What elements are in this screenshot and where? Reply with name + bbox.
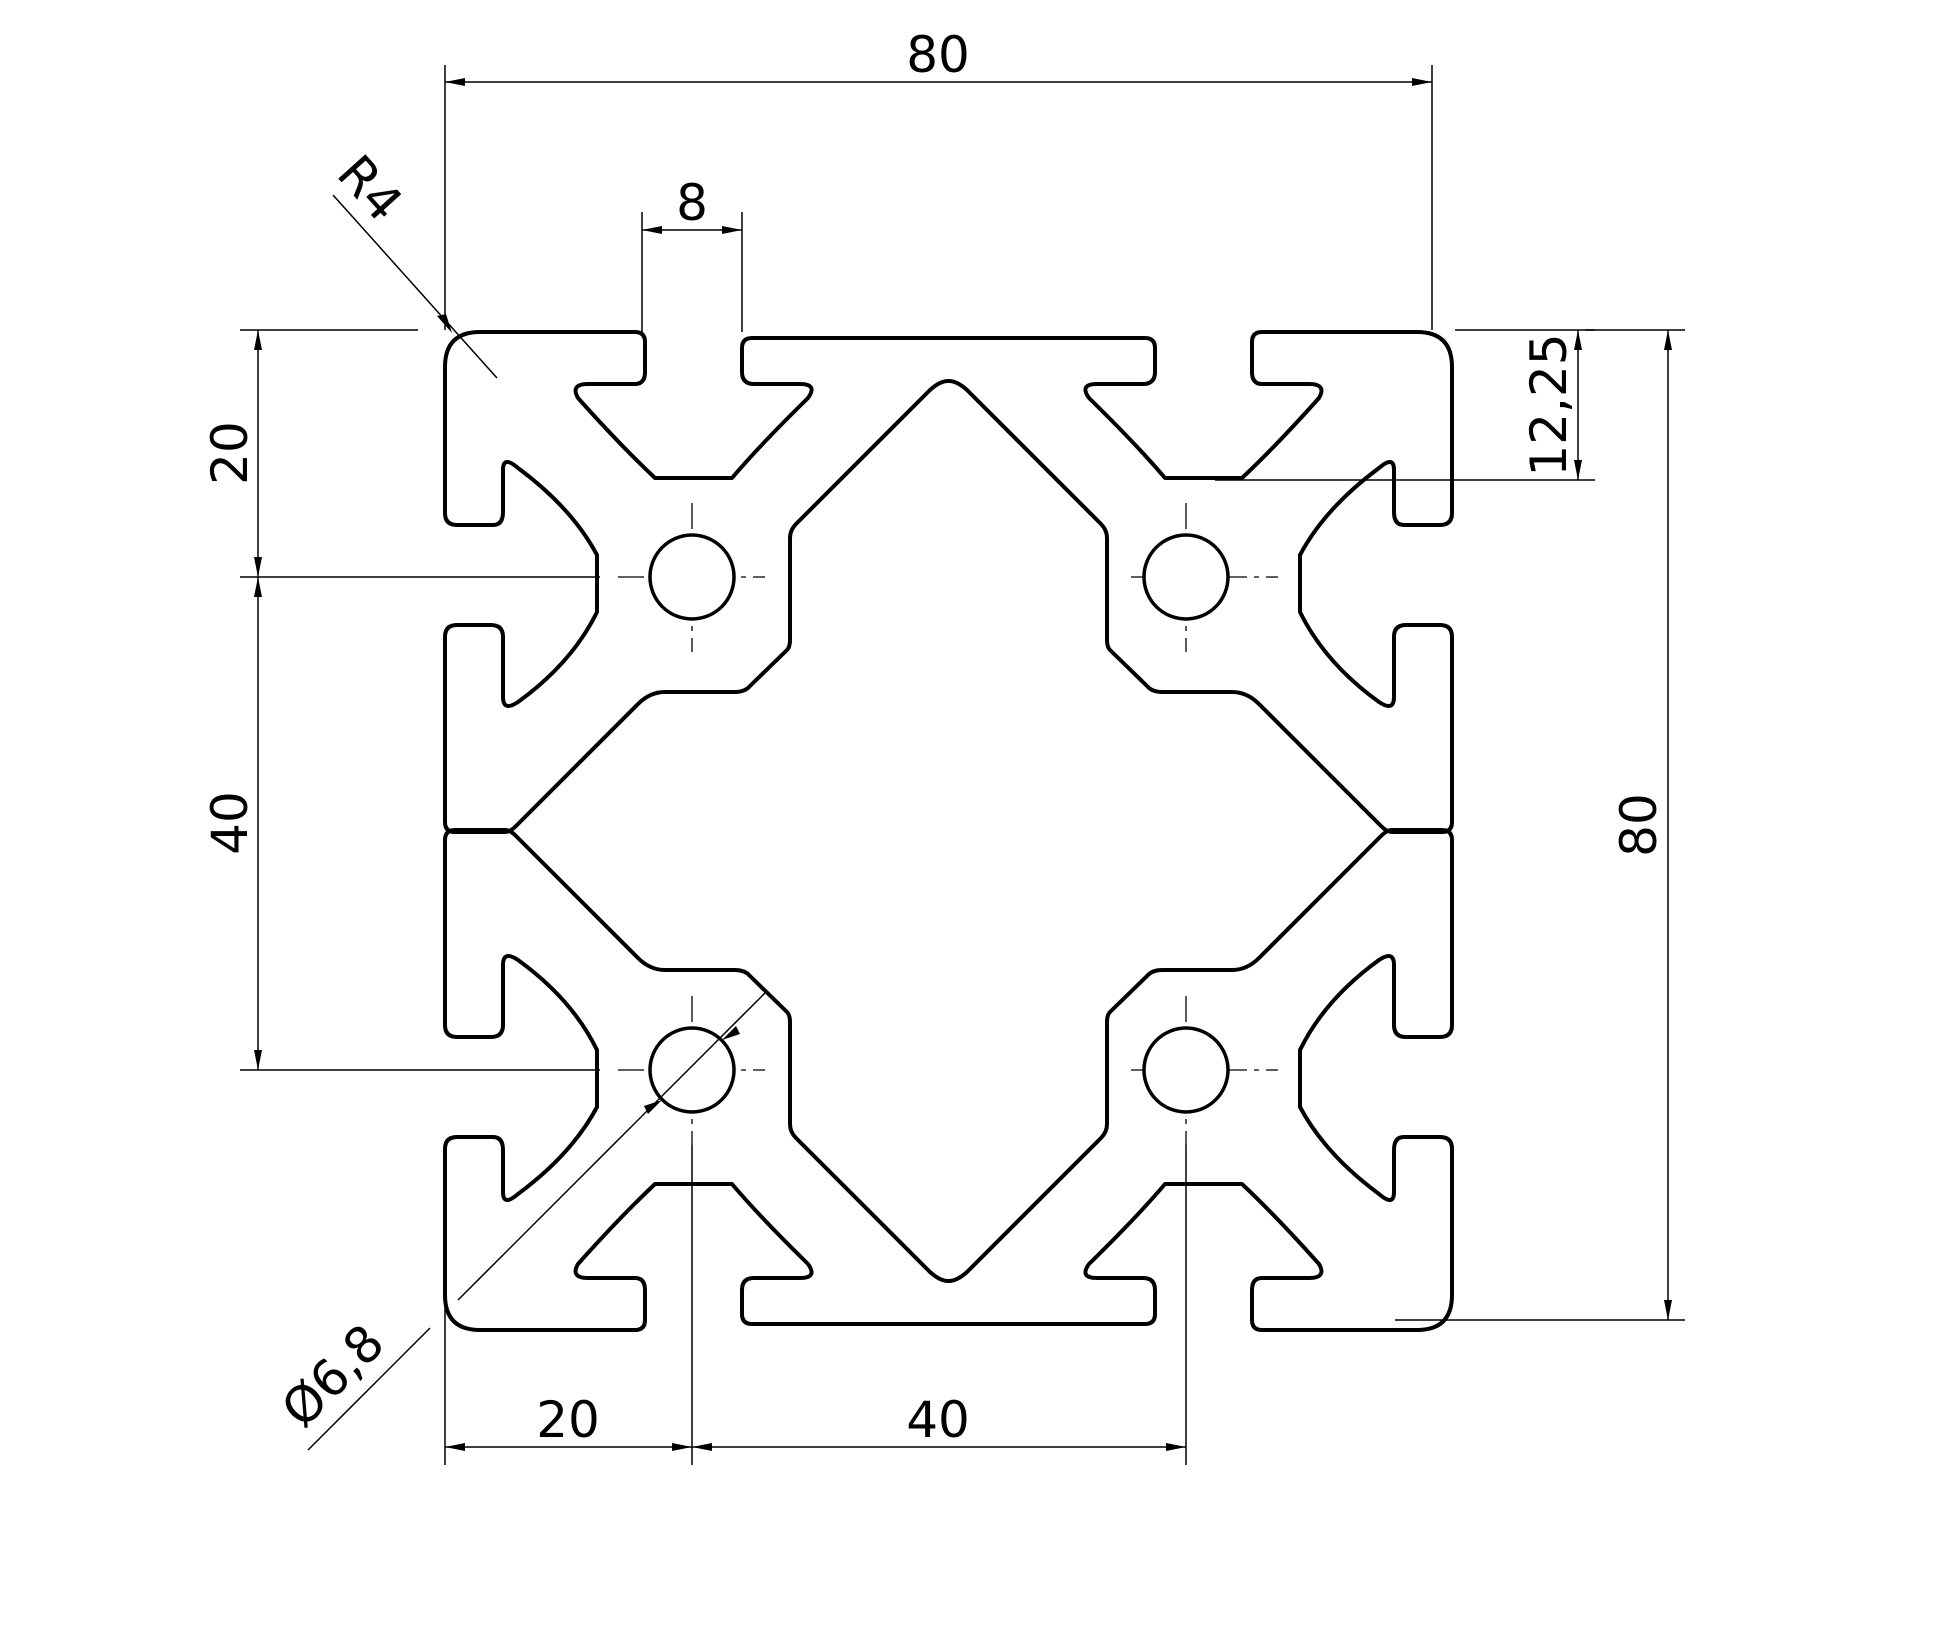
left-offset-label: 20: [201, 421, 259, 485]
core-hole: [1142, 533, 1230, 621]
core-hole: [648, 1026, 736, 1114]
leader-line: [332, 194, 498, 379]
dimension-overall-width: 80: [444, 26, 1433, 330]
core-holes: [648, 533, 1230, 1114]
dimension-left-offsets: 20 40: [201, 329, 600, 1071]
core-hole: [648, 533, 736, 621]
leader-arrow: [437, 314, 452, 333]
bottom-pitch-label: 40: [906, 1391, 970, 1449]
dimension-overall-height: 80: [1395, 329, 1685, 1321]
slot-depth-label: 12,25: [1520, 333, 1578, 476]
corner-radius-label: R4: [326, 144, 414, 232]
dimension-arrow: [722, 1026, 740, 1040]
core-hole: [1142, 1026, 1230, 1114]
dimension-bottom-offsets: 20 40: [444, 1145, 1187, 1465]
left-pitch-label: 40: [201, 791, 259, 855]
profile-outline: [443, 330, 1454, 1332]
slot-width-label: 8: [676, 174, 708, 232]
bottom-offset-label: 20: [536, 1391, 600, 1449]
overall-width-label: 80: [906, 26, 970, 84]
dimension-arrow: [644, 1100, 662, 1114]
overall-height-label: 80: [1610, 793, 1668, 857]
dimension-corner-radius: R4: [326, 144, 498, 379]
leader-line: [307, 1327, 431, 1451]
dimension-line: [457, 992, 766, 1301]
dimension-slot-depth: 12,25: [1215, 329, 1595, 481]
dimension-slot-width: 8: [641, 174, 743, 332]
hole-diameter-label: Ø6,8: [270, 1313, 395, 1438]
